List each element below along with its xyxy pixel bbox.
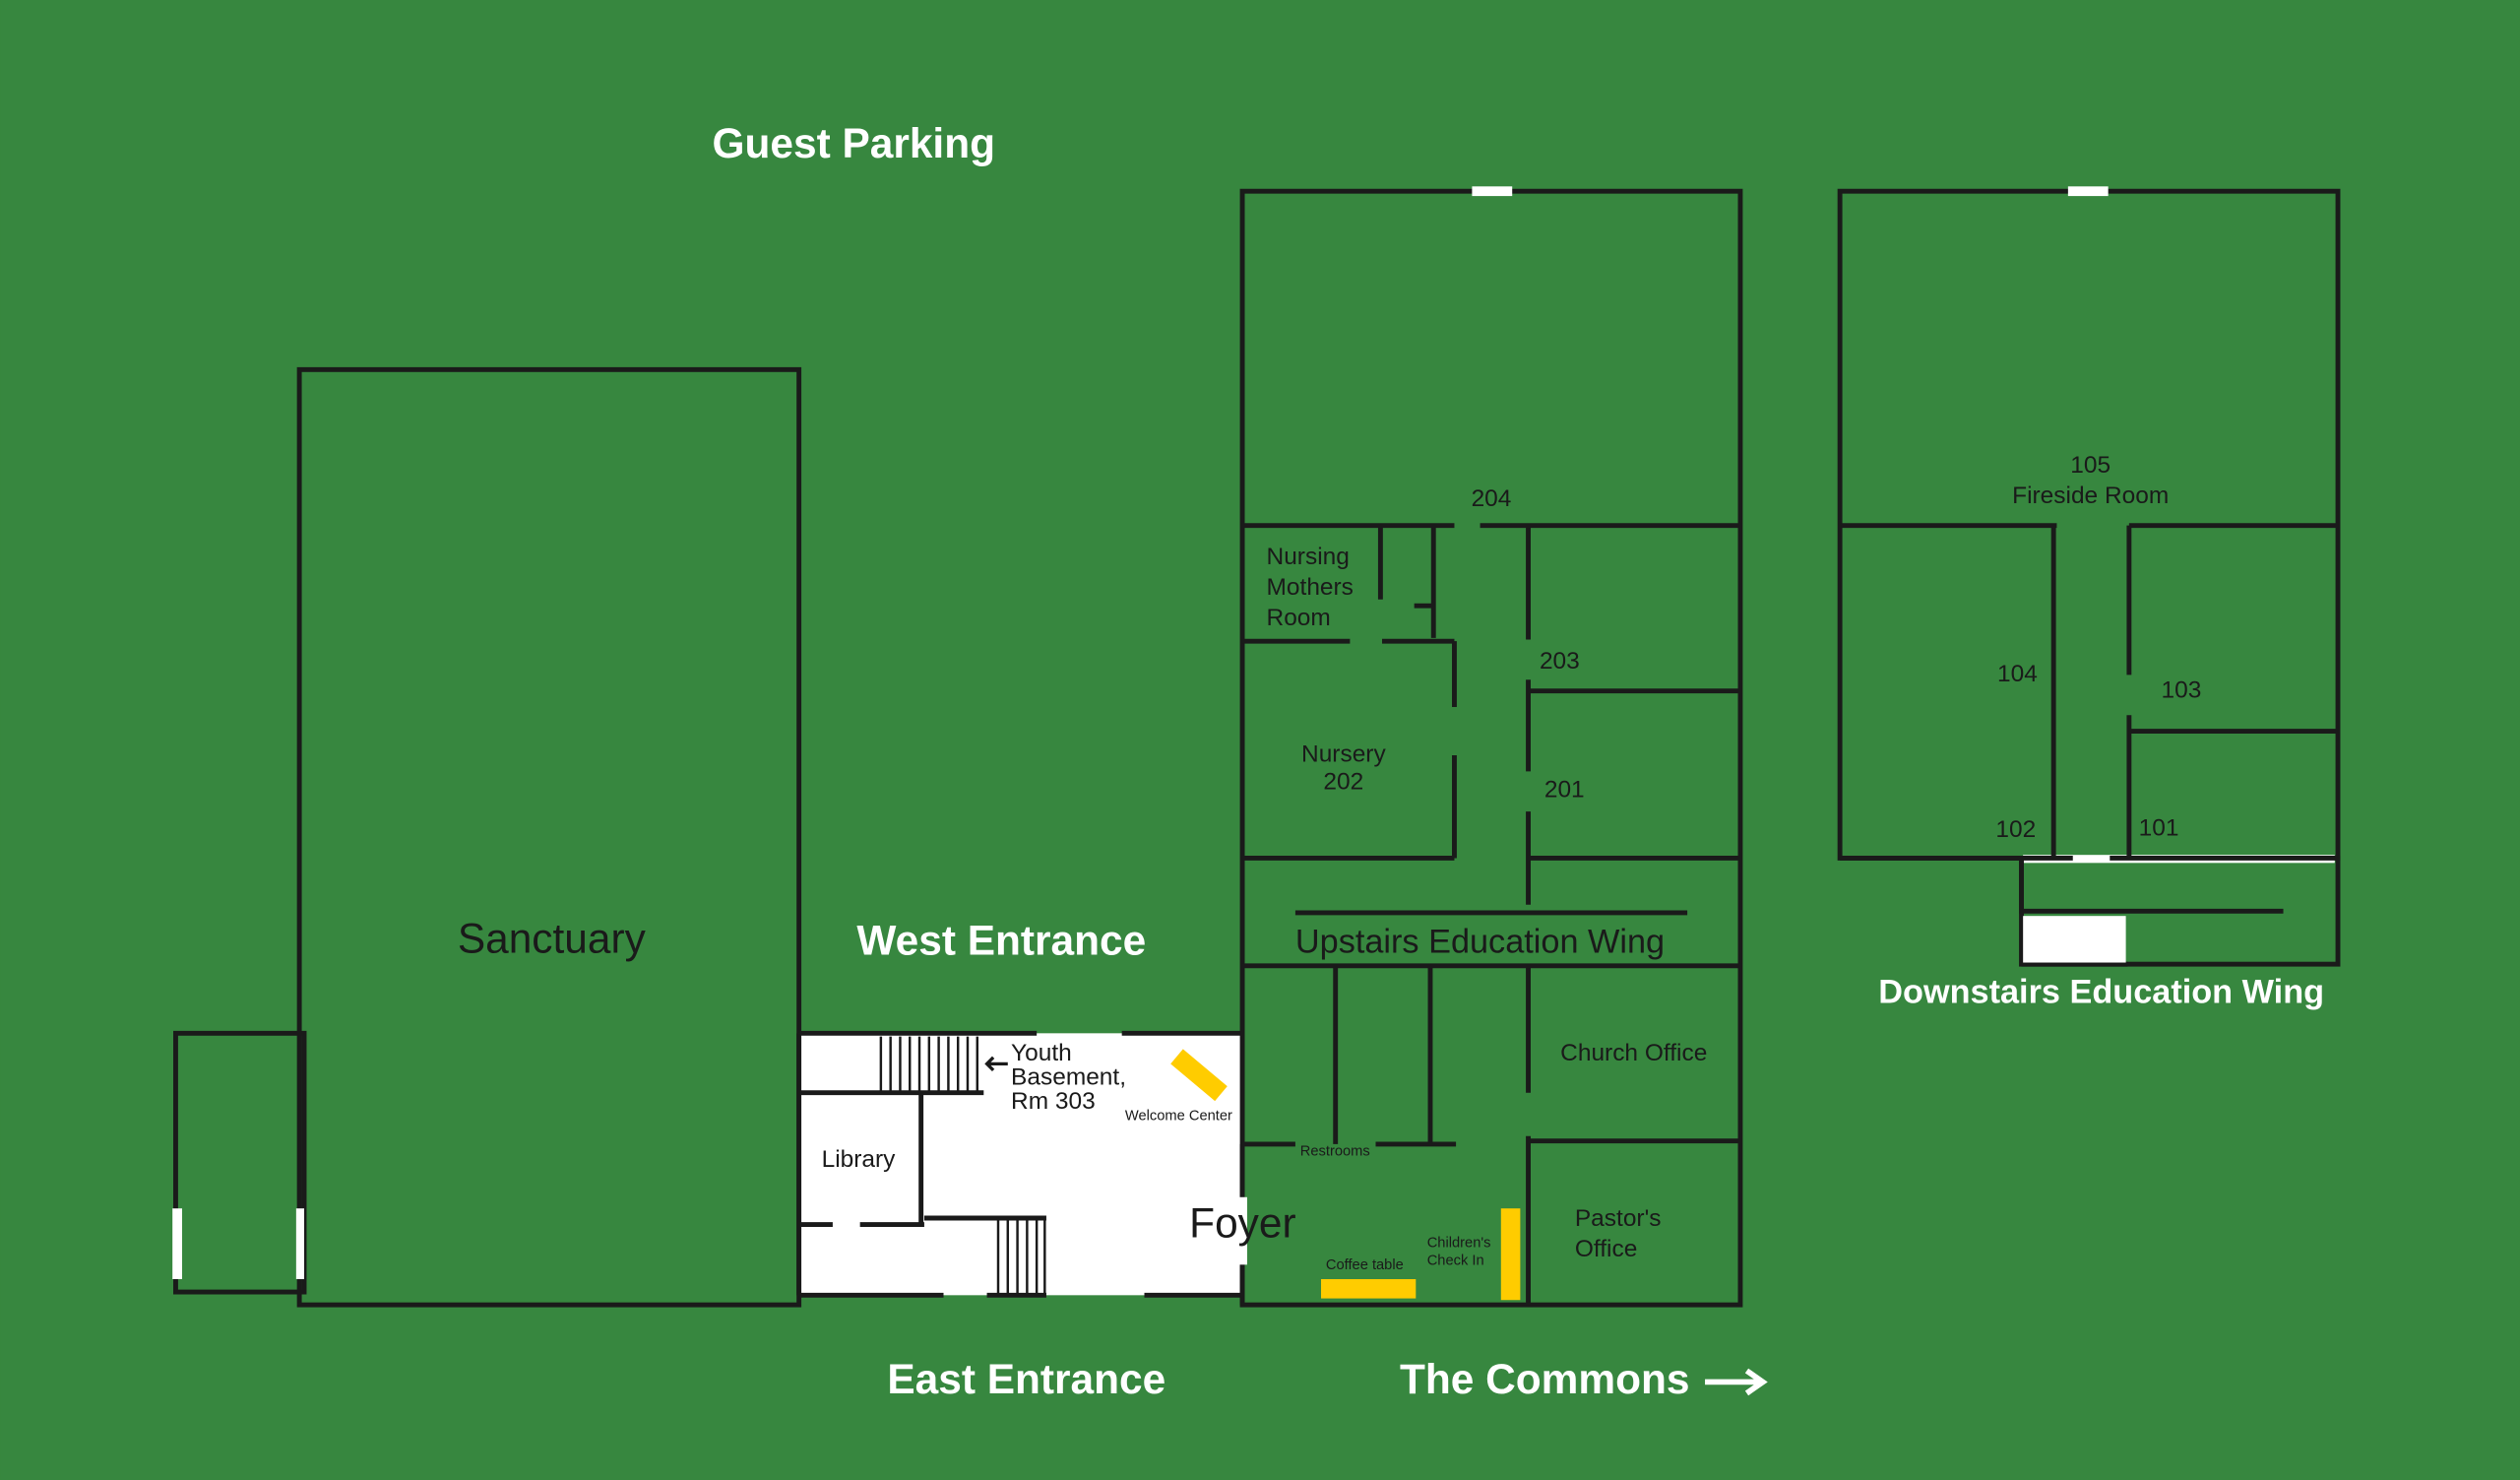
nursing-label-2: Mothers [1267, 574, 1354, 601]
room-204-label: 204 [1472, 485, 1512, 512]
arrow-right-icon[interactable] [1705, 1368, 1768, 1396]
upstairs-wing-label: Upstairs Education Wing [1295, 924, 1665, 961]
sanctuary-building [172, 366, 802, 1308]
room-203-label: 203 [1540, 648, 1580, 675]
youth-label-2: Basement, [1011, 1064, 1126, 1091]
downstairs-wing-label: Downstairs Education Wing [1878, 973, 2324, 1010]
guest-parking-label: Guest Parking [713, 120, 996, 166]
sanctuary-label: Sanctuary [458, 916, 647, 962]
nursery-label-1: Nursery [1301, 741, 1386, 768]
checkin-label-2: Check In [1427, 1253, 1484, 1268]
fireside-room-label: Fireside Room [2012, 483, 2169, 509]
coffee-table-label: Coffee table [1326, 1257, 1404, 1273]
pastors-office-label-1: Pastor's [1575, 1205, 1662, 1232]
childrens-checkin-desk [1500, 1208, 1521, 1301]
youth-label-1: Youth [1011, 1040, 1072, 1066]
church-office-label: Church Office [1560, 1040, 1707, 1066]
welcome-center-label: Welcome Center [1125, 1108, 1232, 1124]
foyer-area [796, 1030, 1244, 1298]
room-201-label: 201 [1544, 776, 1585, 803]
downstairs-wing [1837, 186, 2341, 967]
the-commons-label[interactable]: The Commons [1400, 1356, 1690, 1402]
welcome-center-desk [1170, 1049, 1228, 1102]
foyer-label: Foyer [1189, 1200, 1295, 1247]
arrow-left-icon [984, 1056, 1008, 1072]
upstairs-wing [1237, 186, 1743, 1308]
library-label: Library [822, 1146, 897, 1173]
nursing-label-3: Room [1267, 605, 1331, 631]
room-102-label: 102 [1995, 816, 2036, 843]
youth-label-3: Rm 303 [1011, 1088, 1096, 1115]
coffee-table [1321, 1279, 1417, 1299]
east-entrance-label: East Entrance [887, 1356, 1166, 1402]
room-101-label: 101 [2139, 815, 2179, 842]
nursery-label-2: 202 [1323, 768, 1363, 795]
west-entrance-label: West Entrance [856, 917, 1146, 963]
stairs-lower [996, 1217, 1046, 1296]
room-105-label: 105 [2070, 452, 2110, 479]
restrooms-label: Restrooms [1300, 1143, 1370, 1159]
checkin-label-1: Children's [1427, 1235, 1491, 1251]
stairs-upper [879, 1036, 979, 1093]
pastors-office-label-2: Office [1575, 1236, 1637, 1262]
room-103-label: 103 [2162, 676, 2202, 703]
nursing-label-1: Nursing [1267, 544, 1350, 570]
room-104-label: 104 [1997, 661, 2038, 687]
